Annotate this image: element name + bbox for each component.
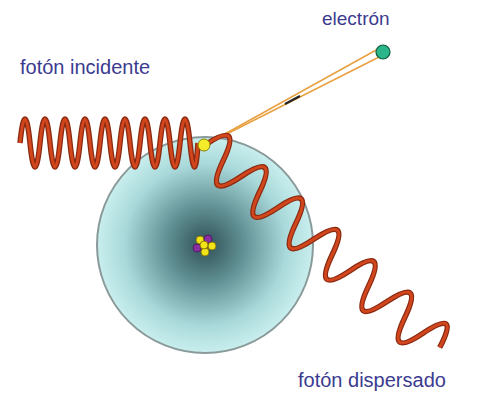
- incident-photon-label: fotón incidente: [20, 56, 150, 79]
- electron-label-holder: electrón: [322, 8, 390, 30]
- scattered-photon-wave: [191, 128, 454, 364]
- electron-label: electrón: [322, 8, 390, 30]
- electron-track: [205, 49, 381, 145]
- collision-point: [198, 139, 210, 151]
- scattered-photon-label-holder: fotón dispersado: [298, 369, 446, 392]
- incident-photon-wave: [20, 119, 198, 167]
- atom-shell: [97, 137, 313, 353]
- electron-particle: [376, 45, 390, 59]
- scattered-photon-label: fotón dispersado: [298, 369, 446, 392]
- incident-photon-label-holder: fotón incidente: [20, 56, 150, 79]
- nucleus: [193, 235, 216, 256]
